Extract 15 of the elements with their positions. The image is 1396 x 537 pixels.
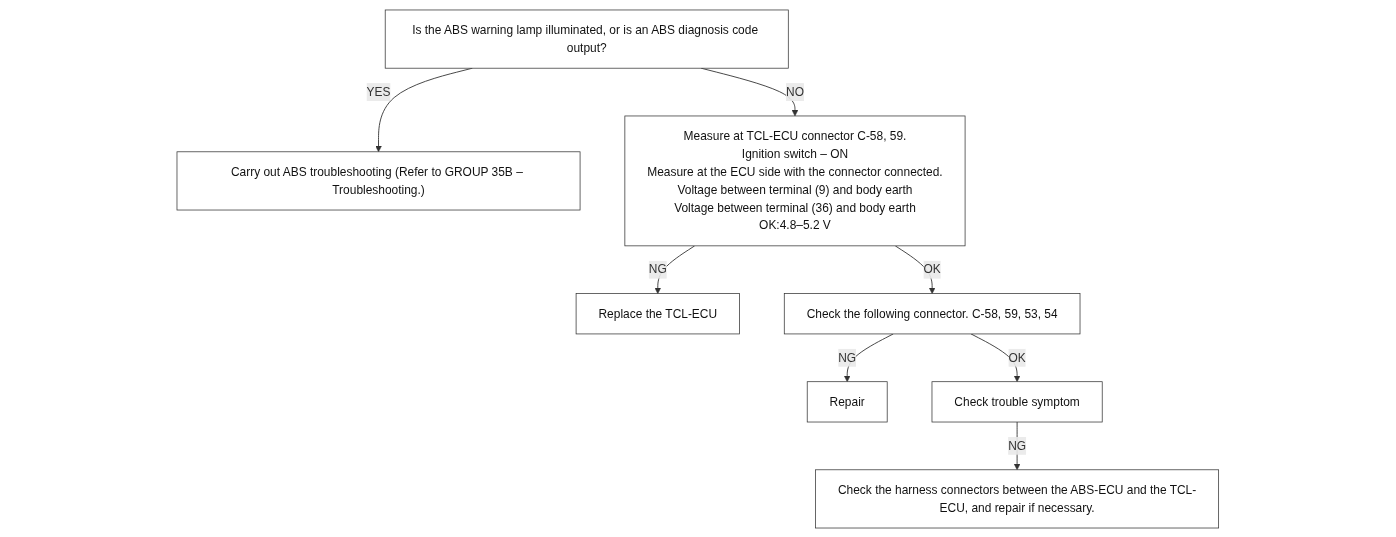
edge-label: NG (649, 262, 667, 276)
node-box: Repair (807, 380, 888, 422)
node-box: Is the ABS warning lamp illuminated, or is an ABS diagnosis code output? (385, 9, 789, 69)
edge-label: OK (1008, 350, 1026, 364)
node-box: Check trouble symptom (931, 380, 1103, 422)
node-box: Check the following connector. C-58, 59, 53, 54 (784, 292, 1081, 334)
edge-label: OK (923, 262, 941, 276)
node-box: Carry out ABS troubleshooting (Refer to GROUP 35B – Troubleshooting.) (176, 150, 581, 210)
node-box: Check the harness connectors between the ABS-ECU and the TCL-ECU, and repair if necessary. (815, 468, 1220, 528)
edge-label: NG (1008, 438, 1027, 452)
edge-label: NO (786, 84, 805, 98)
edge-label: NG (838, 350, 857, 364)
node-box: Replace the TCL-ECU (575, 292, 741, 334)
edge-label: YES (366, 84, 391, 98)
node-box: Measure at TCL-ECU connector C-58, 59. Ignition switch – ON Measure at the ECU side with the connector connected. Voltage between terminal (9) and body earth Voltage between terminal (36) and body earth OK:4.8–5.2 V (624, 115, 966, 246)
